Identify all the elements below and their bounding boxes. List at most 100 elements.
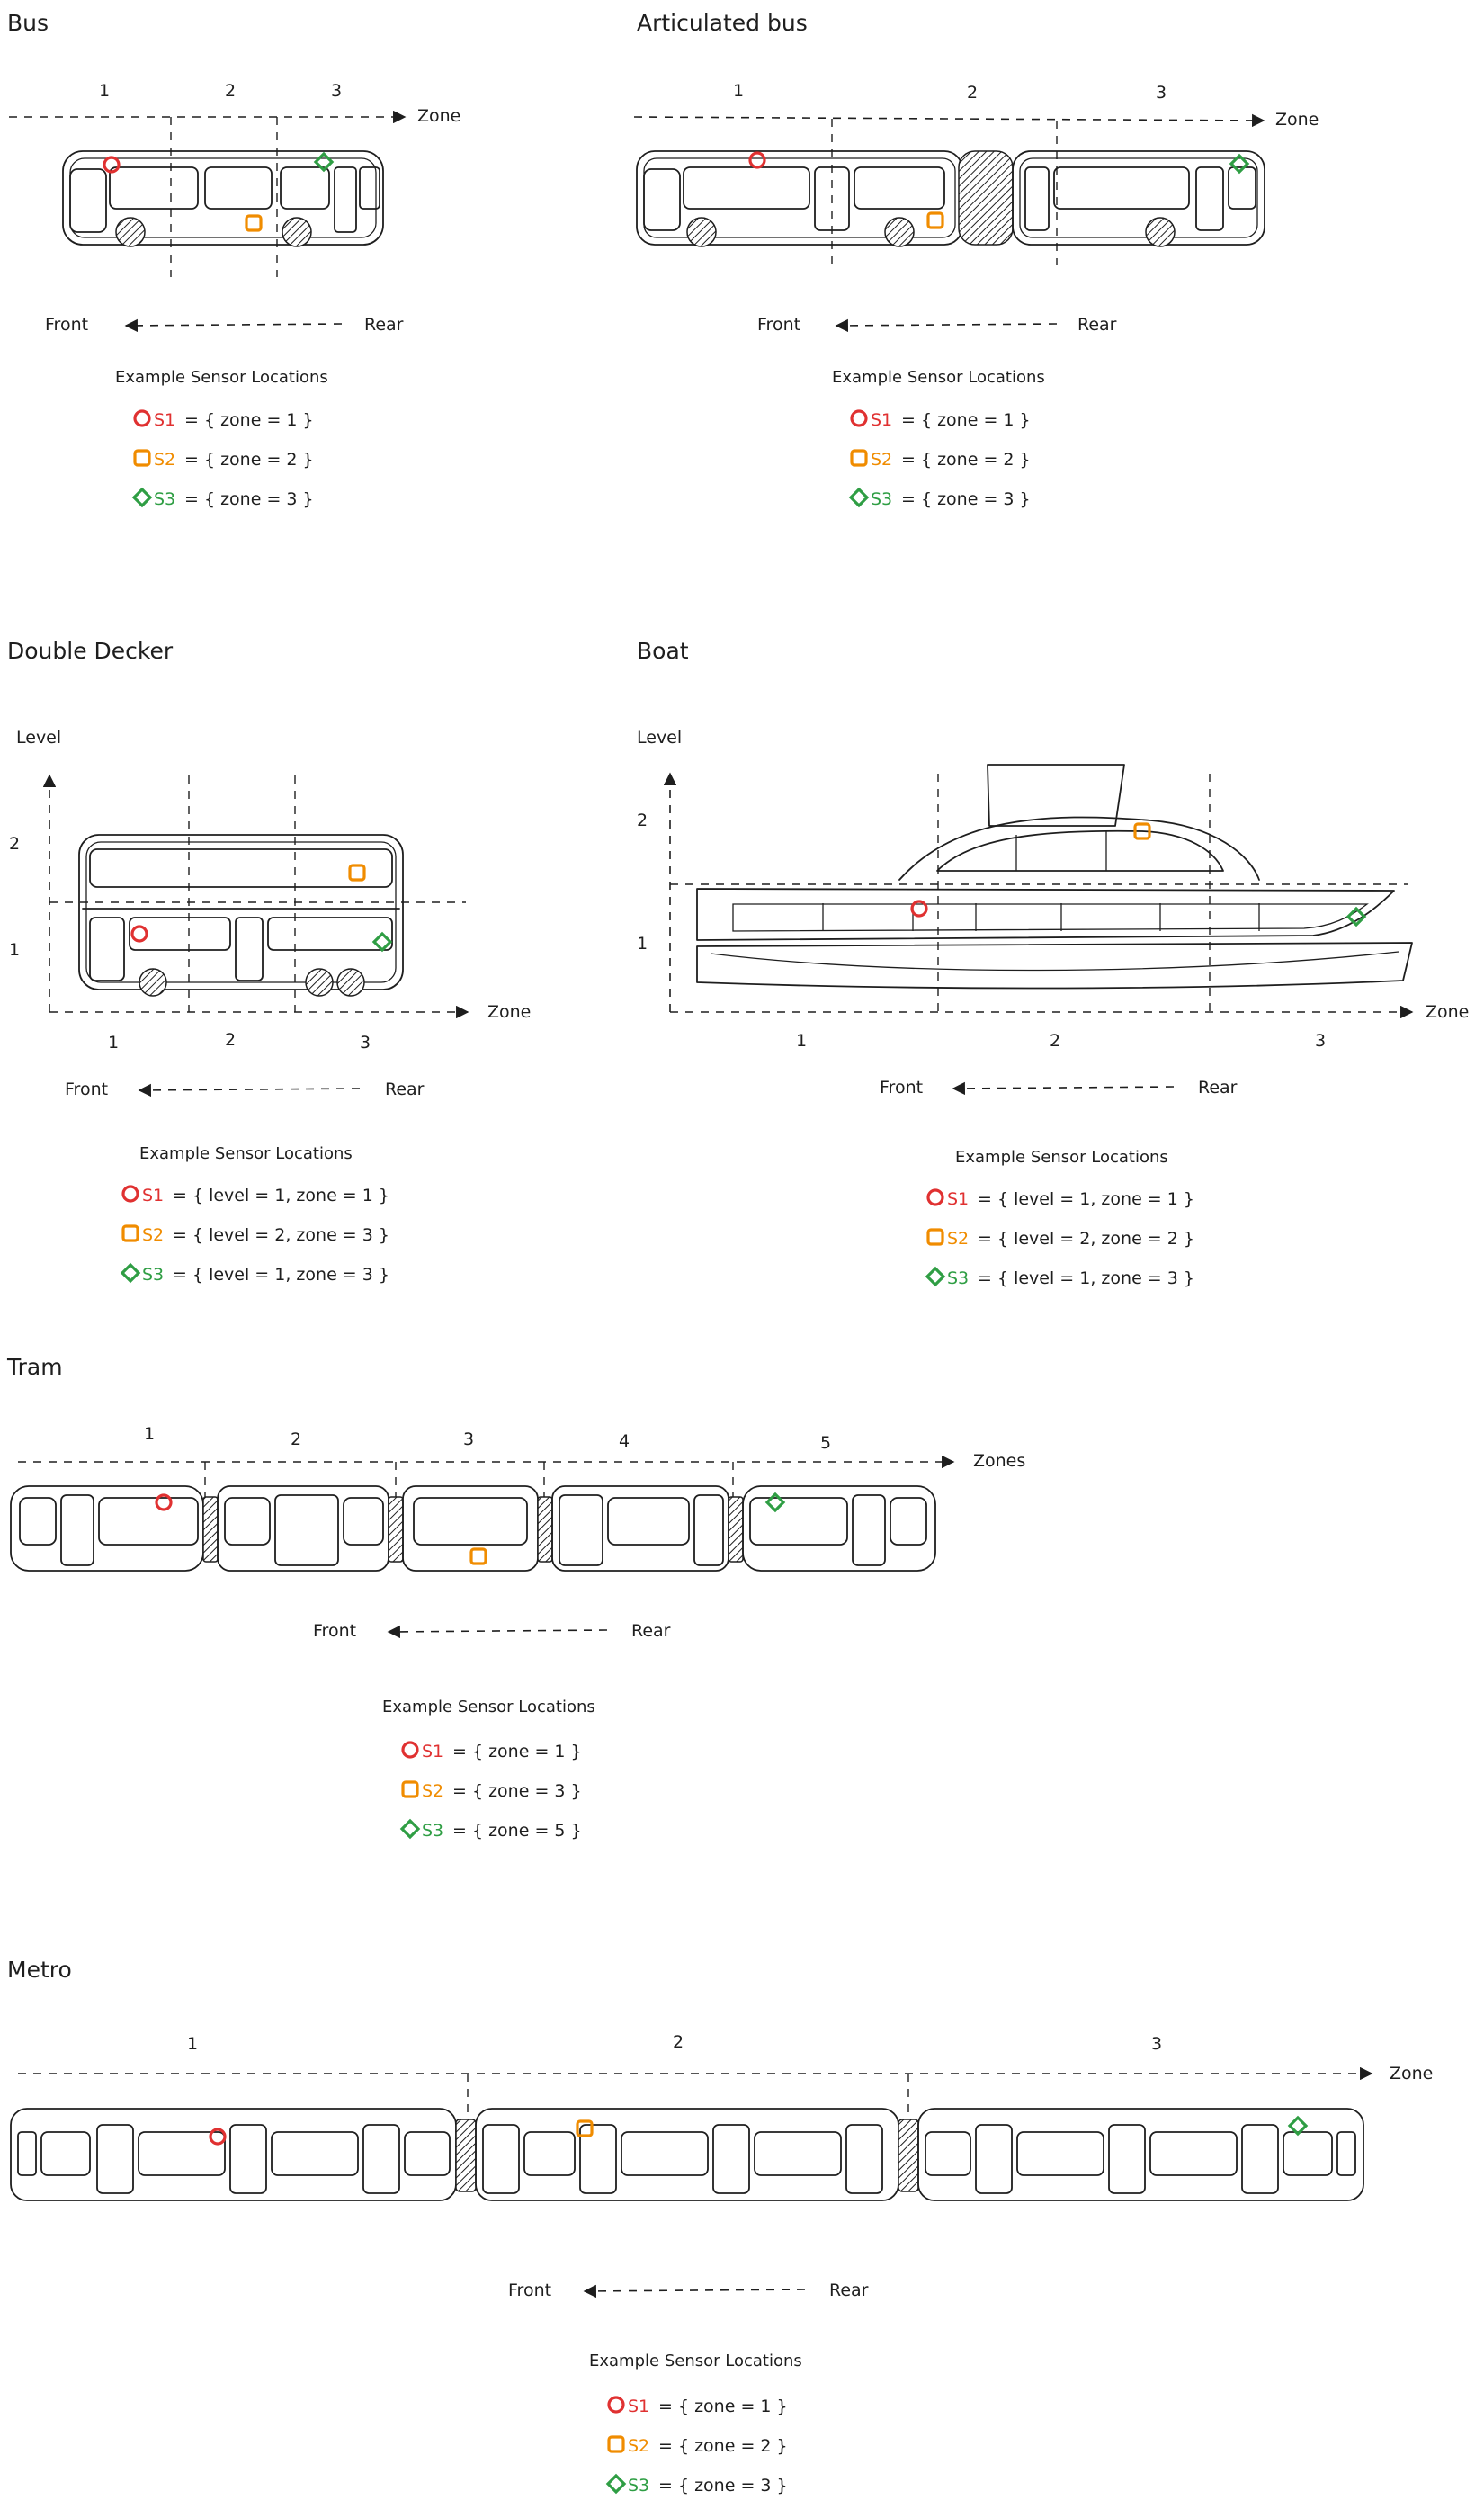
tram-sensor-2-square-marker-icon	[469, 1547, 487, 1565]
metro-legend-label-2: S2	[628, 2436, 649, 2456]
articulated-zone-axis-label: Zone	[1275, 110, 1319, 130]
tram-front-arrow	[387, 1625, 608, 1639]
boat-rear-label: Rear	[1198, 1078, 1238, 1098]
articulated-direction: Front Rear	[757, 315, 1117, 335]
metro-legend-title: Example Sensor Locations	[589, 2352, 802, 2370]
double-decker-legend-2-square-marker-icon	[121, 1224, 139, 1242]
bus-vehicle-icon	[62, 150, 384, 247]
metro-vehicle-icon	[10, 2108, 1364, 2201]
tram-title: Tram	[6, 1354, 63, 1380]
bus-front-label: Front	[45, 315, 88, 335]
boat-section: Boat Level Zone 2 1 1 2 3	[637, 638, 1469, 1051]
boat-title: Boat	[637, 638, 689, 664]
bus-legend-title: Example Sensor Locations	[115, 368, 328, 387]
tram-legend-value-2: = { zone = 3 }	[452, 1781, 582, 1801]
boat-zone-2-label: 2	[1050, 1031, 1060, 1051]
bus-legend-value-3: = { zone = 3 }	[184, 489, 314, 509]
double-decker-legend-value-1: = { level = 1, zone = 1 }	[173, 1186, 389, 1205]
double-decker-zone-3-label: 3	[360, 1033, 371, 1053]
boat-legend-label-3: S3	[947, 1268, 969, 1288]
articulated-zone-2-label: 2	[967, 83, 978, 103]
bus-legend-1-circle-marker-icon	[133, 409, 151, 427]
double-decker-legend-label-3: S3	[142, 1265, 164, 1285]
articulated-zone-3-label: 3	[1156, 83, 1167, 103]
metro-front-arrow	[583, 2284, 806, 2298]
bus-title: Bus	[7, 10, 49, 36]
double-decker-front-label: Front	[65, 1080, 108, 1099]
boat-legend-value-3: = { level = 1, zone = 3 }	[978, 1268, 1194, 1288]
tram-legend-label-1: S1	[422, 1742, 443, 1761]
double-decker-level-1-label: 1	[9, 940, 20, 960]
bus-zone-2-label: 2	[225, 81, 236, 101]
bus-legend-3-diamond-marker-icon	[131, 487, 153, 508]
bus-direction: Front Rear	[45, 315, 404, 335]
boat-level-2-label: 2	[637, 811, 648, 830]
double-decker-section: Double Decker Level Zone 2 1 1 2 3	[7, 638, 531, 1053]
articulated-title: Articulated bus	[637, 10, 808, 36]
double-decker-legend-1-circle-marker-icon	[121, 1185, 139, 1203]
metro-legend-value-2: = { zone = 2 }	[658, 2436, 788, 2456]
metro-legend-value-3: = { zone = 3 }	[658, 2476, 788, 2496]
boat-sensor-2-square-marker-icon	[1133, 822, 1151, 840]
articulated-front-label: Front	[757, 315, 800, 335]
double-decker-zone-1-label: 1	[108, 1033, 119, 1053]
boat-legend-2-square-marker-icon	[926, 1228, 944, 1246]
articulated-section: Articulated bus 1 2 3 Zone	[633, 10, 1319, 265]
boat-sensor-3-diamond-marker-icon	[1345, 906, 1367, 927]
double-decker-legend-label-1: S1	[142, 1186, 164, 1205]
articulated-legend-value-2: = { zone = 2 }	[901, 450, 1031, 470]
bus-sensor-3-diamond-marker-icon	[313, 151, 335, 173]
bus-zone-axis-label: Zone	[417, 106, 460, 126]
articulated-legend-3-diamond-marker-icon	[848, 487, 870, 508]
bus-front-arrow	[124, 318, 343, 333]
articulated-sensor-3-diamond-marker-icon	[1229, 153, 1250, 175]
metro-legend-2-square-marker-icon	[607, 2435, 625, 2453]
tram-zone-axis-label: Zones	[973, 1451, 1025, 1471]
articulated-zone-1-label: 1	[733, 81, 744, 101]
boat-legend-1-circle-marker-icon	[926, 1188, 944, 1206]
articulated-sensor-1-circle-marker-icon	[748, 151, 766, 169]
tram-legend-3-diamond-marker-icon	[399, 1818, 421, 1840]
tram-sensor-1-circle-marker-icon	[155, 1493, 173, 1511]
bus-legend-value-2: = { zone = 2 }	[184, 450, 314, 470]
articulated-legend-label-1: S1	[871, 410, 892, 430]
articulated-rear-label: Rear	[1077, 315, 1117, 335]
double-decker-front-arrow	[138, 1083, 361, 1098]
metro-sensor-3-diamond-marker-icon	[1287, 2115, 1309, 2137]
boat-sensor-1-circle-marker-icon	[910, 900, 928, 918]
articulated-bus-vehicle-icon	[636, 150, 1265, 247]
metro-legend-1-circle-marker-icon	[607, 2396, 625, 2414]
double-decker-sensor-3-diamond-marker-icon	[371, 931, 393, 953]
metro-section: Metro 1 2 3 Zone	[7, 1957, 1433, 2201]
tram-legend-2-square-marker-icon	[401, 1780, 419, 1798]
tram-zone-3-label: 3	[463, 1429, 474, 1449]
bus-legend-value-1: = { zone = 1 }	[184, 410, 314, 430]
boat-zone-3-label: 3	[1315, 1031, 1326, 1051]
articulated-legend-label-3: S3	[871, 489, 892, 509]
tram-legend-value-1: = { zone = 1 }	[452, 1742, 582, 1761]
bus-rear-label: Rear	[364, 315, 404, 335]
tram-legend-label-2: S2	[422, 1781, 443, 1801]
bus-zone-3-label: 3	[331, 81, 342, 101]
boat-legend-value-2: = { level = 2, zone = 2 }	[978, 1229, 1194, 1249]
articulated-legend-2-square-marker-icon	[850, 449, 868, 467]
articulated-legend-value-1: = { zone = 1 }	[901, 410, 1031, 430]
metro-title: Metro	[7, 1957, 72, 1983]
tram-zone-5-label: 5	[820, 1433, 831, 1453]
double-decker-legend-value-3: = { level = 1, zone = 3 }	[173, 1265, 389, 1285]
metro-legend-3-diamond-marker-icon	[605, 2473, 627, 2495]
double-decker-zone-axis-label: Zone	[487, 1002, 531, 1022]
bus-section: Bus 1 2 3 Zone	[7, 10, 460, 277]
boat-zone-1-label: 1	[796, 1031, 807, 1051]
tram-legend-label-3: S3	[422, 1821, 443, 1841]
double-decker-sensor-2-square-marker-icon	[348, 864, 366, 882]
